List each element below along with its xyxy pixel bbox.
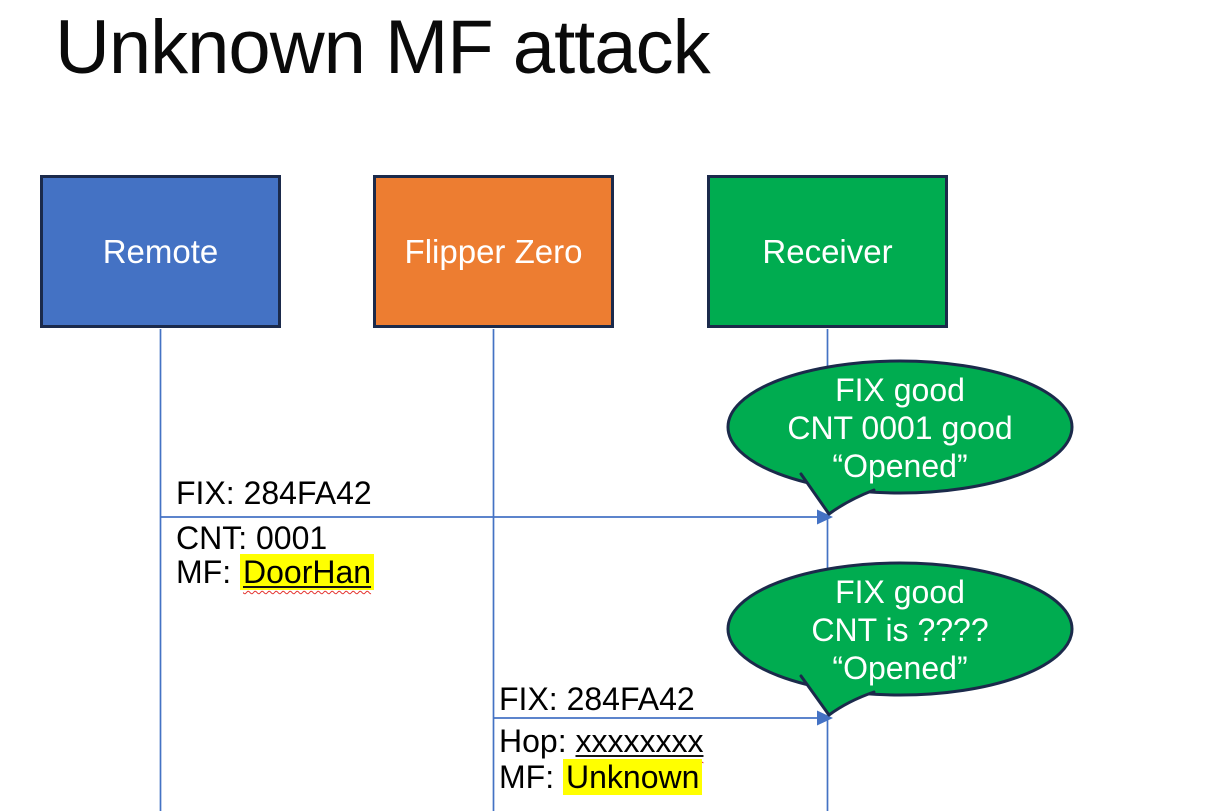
callout-2-text: FIX good CNT is ???? “Opened” bbox=[728, 573, 1072, 687]
message-2-mf-value-highlighted: Unknown bbox=[562, 759, 703, 795]
message-2-hop-value: xxxxxxxx bbox=[575, 723, 704, 759]
callout-1-text: FIX good CNT 0001 good “Opened” bbox=[728, 371, 1072, 485]
callout-2-line-1: FIX good bbox=[835, 574, 965, 610]
message-2-hop-text: Hop: xxxxxxxx bbox=[499, 722, 703, 760]
callout-2-ellipse bbox=[726, 561, 1074, 697]
message-1-cnt-text: CNT: 0001 bbox=[176, 520, 328, 556]
actor-box-receiver: Receiver bbox=[707, 175, 948, 328]
actor-label-receiver: Receiver bbox=[762, 232, 893, 270]
callout-2-line-2: CNT is ???? bbox=[811, 612, 989, 648]
message-1-mf-value-highlighted: DoorHan bbox=[239, 554, 375, 590]
callout-2-tail bbox=[801, 676, 874, 715]
message-2-hop-value-squiggled: xxxxxxxx bbox=[575, 723, 703, 759]
message-1-mf-prefix: MF: bbox=[176, 554, 240, 590]
actor-box-remote: Remote bbox=[40, 175, 281, 328]
callout-1-line-1: FIX good bbox=[835, 372, 965, 408]
callout-1-tail-outline bbox=[799, 472, 876, 516]
actor-label-remote: Remote bbox=[102, 232, 219, 270]
message-2-mf-prefix: MF: bbox=[499, 759, 563, 795]
callout-bubble-2 bbox=[726, 561, 1074, 717]
callout-bubble-1 bbox=[726, 359, 1074, 516]
message-1-fix-text: FIX: 284FA42 bbox=[176, 475, 372, 511]
callout-2-line-3: “Opened” bbox=[832, 650, 968, 686]
actor-box-flipper-zero: Flipper Zero bbox=[373, 175, 614, 328]
callout-1-ellipse bbox=[726, 359, 1074, 495]
message-1-mf-value: DoorHan bbox=[242, 554, 372, 590]
actor-label-flipper-zero: Flipper Zero bbox=[404, 232, 583, 270]
message-2-hop-prefix: Hop: bbox=[499, 723, 576, 759]
callout-1-line-2: CNT 0001 good bbox=[787, 410, 1013, 446]
callout-1-line-3: “Opened” bbox=[832, 448, 968, 484]
message-2-fix-text: FIX: 284FA42 bbox=[499, 681, 695, 717]
message-2-mf-text: MF: Unknown bbox=[499, 758, 703, 796]
message-2-arrowhead-icon bbox=[817, 710, 833, 726]
message-1-mf-text: MF: DoorHan bbox=[176, 553, 375, 591]
slide-title: Unknown MF attack bbox=[55, 5, 711, 90]
message-1-arrowhead-icon bbox=[817, 509, 833, 525]
callout-2-tail-outline bbox=[799, 674, 876, 717]
callout-1-tail bbox=[801, 474, 874, 514]
